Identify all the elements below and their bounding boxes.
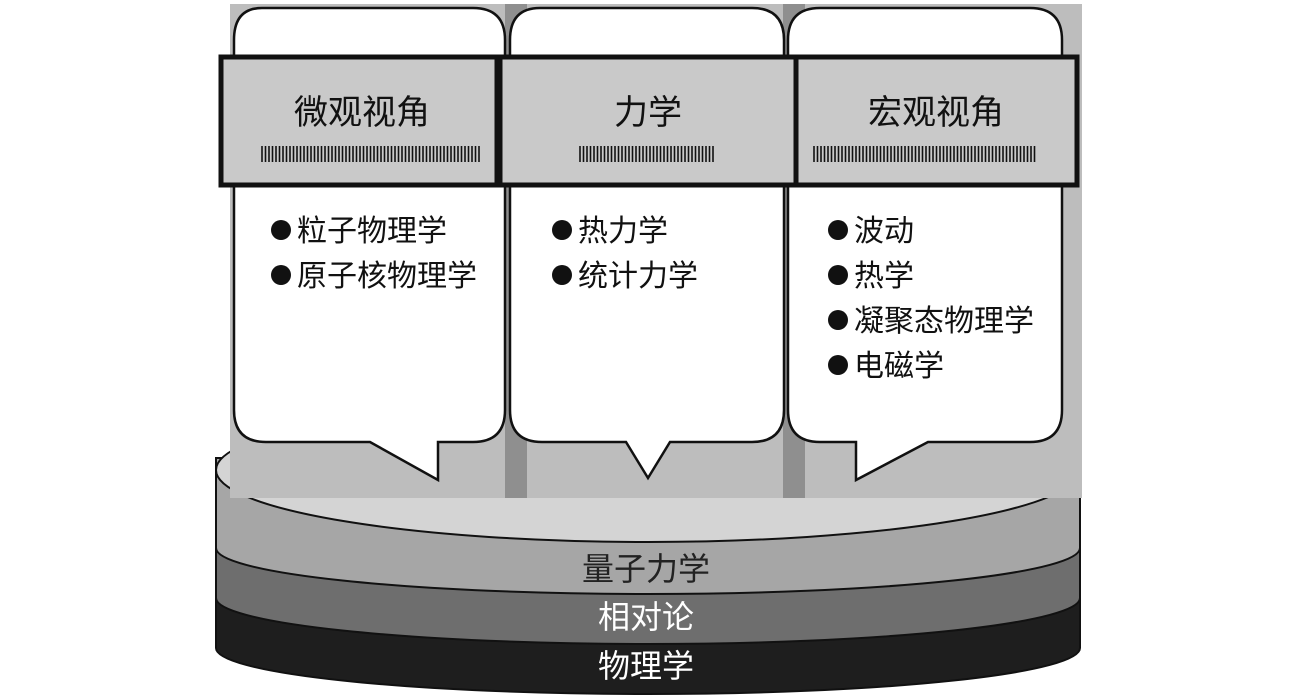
list-item: 统计力学 bbox=[578, 259, 698, 294]
list-item: 粒子物理学 bbox=[297, 214, 447, 249]
list-item: 原子核物理学 bbox=[297, 259, 477, 294]
bullet-icon bbox=[271, 220, 291, 240]
list-item: 热学 bbox=[854, 259, 914, 294]
header-mechanics bbox=[497, 54, 799, 188]
layer-label-physics: 物理学 bbox=[598, 647, 694, 685]
layer-label-relativity: 相对论 bbox=[598, 598, 694, 636]
column-title-micro: 微观视角 bbox=[294, 93, 430, 133]
column-title-mechanics: 力学 bbox=[614, 93, 682, 133]
header-macro bbox=[793, 54, 1080, 188]
list-item: 波动 bbox=[854, 214, 914, 249]
column-title-macro: 宏观视角 bbox=[868, 93, 1004, 133]
header-band bbox=[218, 54, 1080, 188]
bullet-icon bbox=[552, 265, 572, 285]
layer-label-quantum: 量子力学 bbox=[582, 550, 710, 588]
list-item: 电磁学 bbox=[854, 349, 944, 384]
bullet-icon bbox=[271, 265, 291, 285]
bullet-icon bbox=[828, 220, 848, 240]
list-mechanics: 热力学 统计力学 bbox=[552, 214, 698, 294]
bullet-icon bbox=[828, 355, 848, 375]
hatch-marks bbox=[261, 146, 1036, 162]
header-micro bbox=[218, 54, 500, 188]
list-item: 热力学 bbox=[578, 214, 668, 249]
bullet-icon bbox=[828, 310, 848, 330]
list-micro: 粒子物理学 原子核物理学 bbox=[271, 214, 477, 294]
list-macro: 波动 热学 凝聚态物理学 电磁学 bbox=[828, 214, 1034, 384]
list-item: 凝聚态物理学 bbox=[854, 304, 1034, 339]
bullet-icon bbox=[552, 220, 572, 240]
bullet-icon bbox=[828, 265, 848, 285]
